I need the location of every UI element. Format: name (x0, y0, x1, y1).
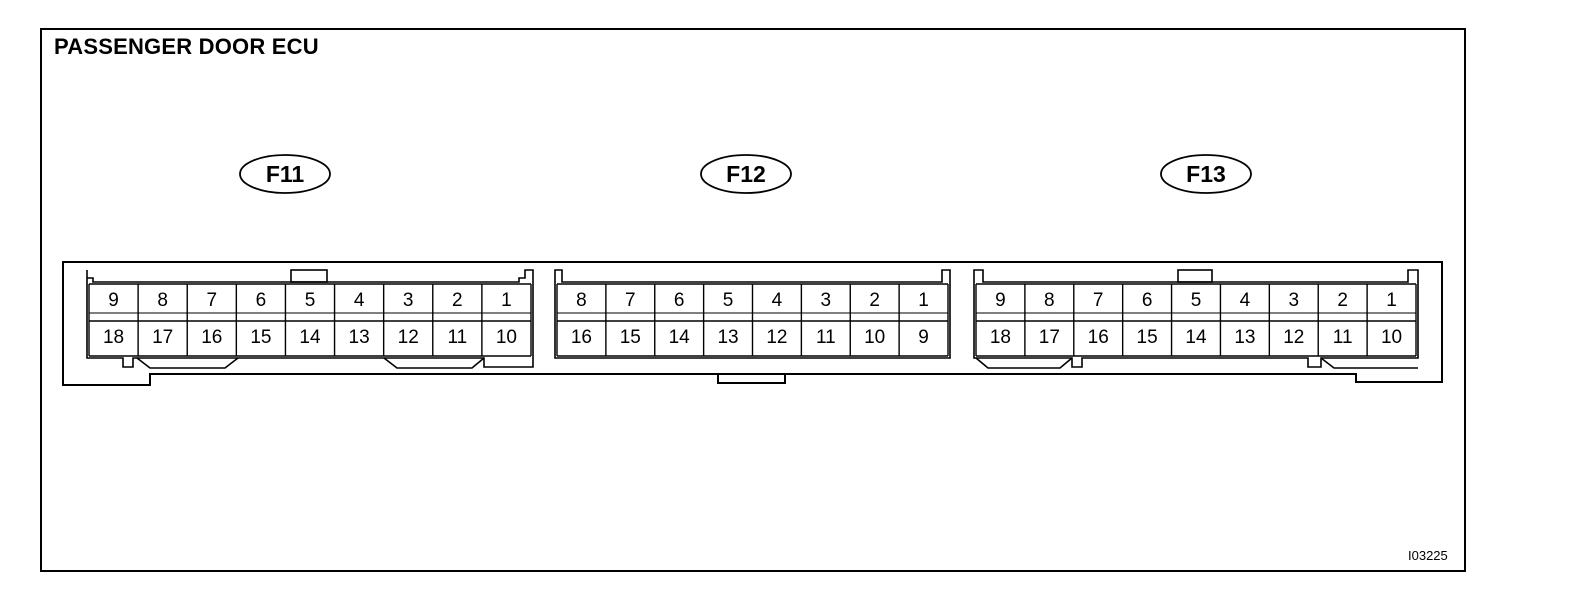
connector-label: F11 (266, 161, 305, 187)
connector-f11: F11 9 8 7 6 5 4 3 2 1 18 17 16 15 14 13 12 11 10 (88, 154, 532, 357)
connector-f13: F13 9 8 7 6 5 4 3 2 1 18 17 16 15 14 13 12 11 10 (975, 154, 1417, 357)
pin-label: 15 (250, 327, 271, 348)
connector-label-oval (1160, 154, 1252, 194)
pin-label: 2 (869, 290, 880, 311)
pin-label: 9 (995, 290, 1006, 311)
connector-f12: F12 8 7 6 5 4 3 2 1 16 15 14 13 12 11 10 9 (556, 154, 949, 357)
pin-label: 3 (821, 290, 832, 311)
pin-label: 10 (864, 327, 885, 348)
pin-label: 18 (103, 327, 124, 348)
pin-label: 14 (1185, 327, 1207, 348)
connector-label: F12 (726, 161, 766, 187)
pin-label: 16 (1088, 327, 1109, 348)
pin-label: 10 (1381, 327, 1402, 348)
connector-label-oval (700, 154, 792, 194)
pin-label: 6 (674, 290, 685, 311)
pin-label: 5 (305, 290, 316, 311)
pin-label: 6 (1142, 290, 1153, 311)
pin-label: 1 (501, 290, 512, 311)
pin-label: 3 (403, 290, 414, 311)
pin-label: 1 (918, 290, 929, 311)
pin-label: 12 (398, 327, 419, 348)
connector-shell-f12 (554, 269, 951, 359)
pin-label: 10 (496, 327, 517, 348)
pin-label: 7 (625, 290, 636, 311)
pin-label: 2 (452, 290, 463, 311)
pin-label: 16 (201, 327, 222, 348)
pin-label: 1 (1386, 290, 1397, 311)
connector-label: F13 (1186, 161, 1226, 187)
pin-label: 13 (1234, 327, 1255, 348)
connector-shell-f13 (973, 269, 1419, 369)
pin-label: 14 (299, 327, 321, 348)
pin-label: 17 (1039, 327, 1060, 348)
pin-label: 11 (816, 327, 836, 348)
pin-label: 8 (1044, 290, 1055, 311)
connector-label-oval (239, 154, 331, 194)
pin-label: 4 (1240, 290, 1251, 311)
pin-label: 8 (576, 290, 587, 311)
pin-label: 11 (447, 327, 467, 348)
pin-label: 5 (723, 290, 734, 311)
pin-label: 15 (1137, 327, 1158, 348)
pin-label: 12 (1283, 327, 1304, 348)
diagram-title: PASSENGER DOOR ECU (54, 34, 319, 59)
pin-label: 2 (1337, 290, 1348, 311)
pin-label: 3 (1288, 290, 1299, 311)
pin-label: 7 (206, 290, 217, 311)
pin-label: 6 (256, 290, 267, 311)
pin-label: 7 (1093, 290, 1104, 311)
diagram-frame (40, 28, 1466, 572)
figure-id: I03225 (1408, 548, 1448, 563)
pin-label: 8 (157, 290, 168, 311)
pin-grid-f12 (556, 283, 949, 357)
pin-label: 15 (620, 327, 641, 348)
pin-label: 11 (1333, 327, 1353, 348)
pin-label: 13 (717, 327, 738, 348)
pin-label: 4 (354, 290, 365, 311)
pin-label: 9 (108, 290, 119, 311)
pin-grid-f11 (88, 283, 532, 357)
connector-shell-f11 (86, 269, 534, 369)
pin-label: 5 (1191, 290, 1202, 311)
pin-label: 9 (918, 327, 929, 348)
pin-label: 17 (152, 327, 173, 348)
pin-label: 18 (990, 327, 1011, 348)
pin-label: 12 (766, 327, 787, 348)
pin-label: 14 (669, 327, 691, 348)
pin-label: 13 (349, 327, 370, 348)
ecu-housing (62, 261, 1443, 386)
pin-label: 4 (772, 290, 783, 311)
pin-grid-f13 (975, 283, 1417, 357)
pin-label: 16 (571, 327, 592, 348)
